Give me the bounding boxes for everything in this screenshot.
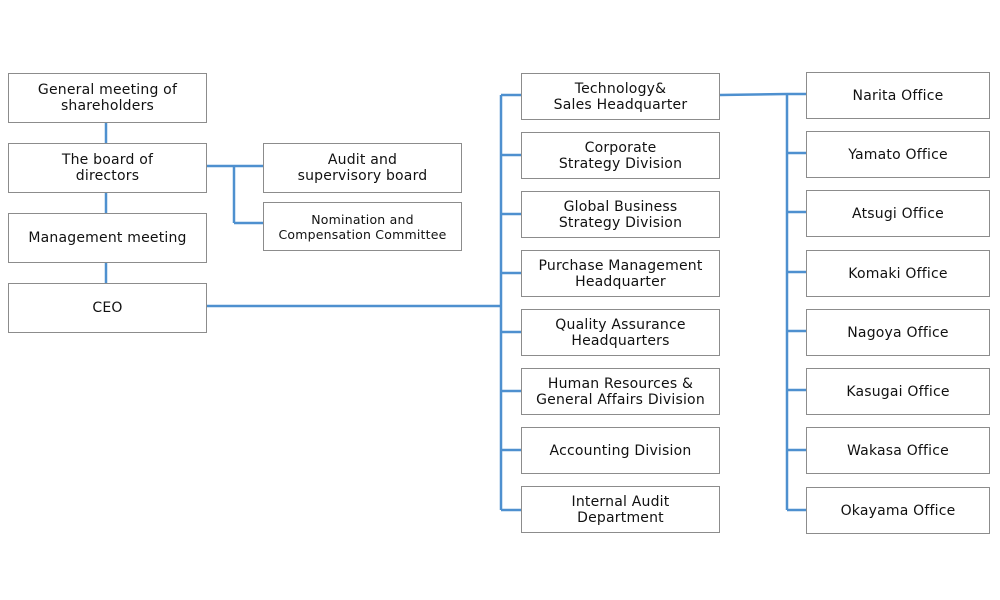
office-box: Yamato Office: [806, 131, 990, 178]
shareholders-meeting-box: General meeting of shareholders: [8, 73, 207, 123]
audit-supervisory-board-box: Audit and supervisory board: [263, 143, 462, 193]
connector-tech-offices: [719, 92, 788, 97]
office-box: Atsugi Office: [806, 190, 990, 237]
office-box: Kasugai Office: [806, 368, 990, 415]
office-box: Wakasa Office: [806, 427, 990, 474]
board-of-directors-box: The board of directors: [8, 143, 207, 193]
office-box: Komaki Office: [806, 250, 990, 297]
division-box: Human Resources & General Affairs Divisi…: [521, 368, 720, 415]
division-box: Technology& Sales Headquarter: [521, 73, 720, 120]
office-box: Narita Office: [806, 72, 990, 119]
nomination-committee-box: Nomination and Compensation Committee: [263, 202, 462, 251]
division-box: Corporate Strategy Division: [521, 132, 720, 179]
ceo-box: CEO: [8, 283, 207, 333]
division-box: Internal Audit Department: [521, 486, 720, 533]
division-box: Accounting Division: [521, 427, 720, 474]
office-box: Nagoya Office: [806, 309, 990, 356]
division-box: Quality Assurance Headquarters: [521, 309, 720, 356]
management-meeting-box: Management meeting: [8, 213, 207, 263]
division-box: Global Business Strategy Division: [521, 191, 720, 238]
division-box: Purchase Management Headquarter: [521, 250, 720, 297]
office-box: Okayama Office: [806, 487, 990, 534]
